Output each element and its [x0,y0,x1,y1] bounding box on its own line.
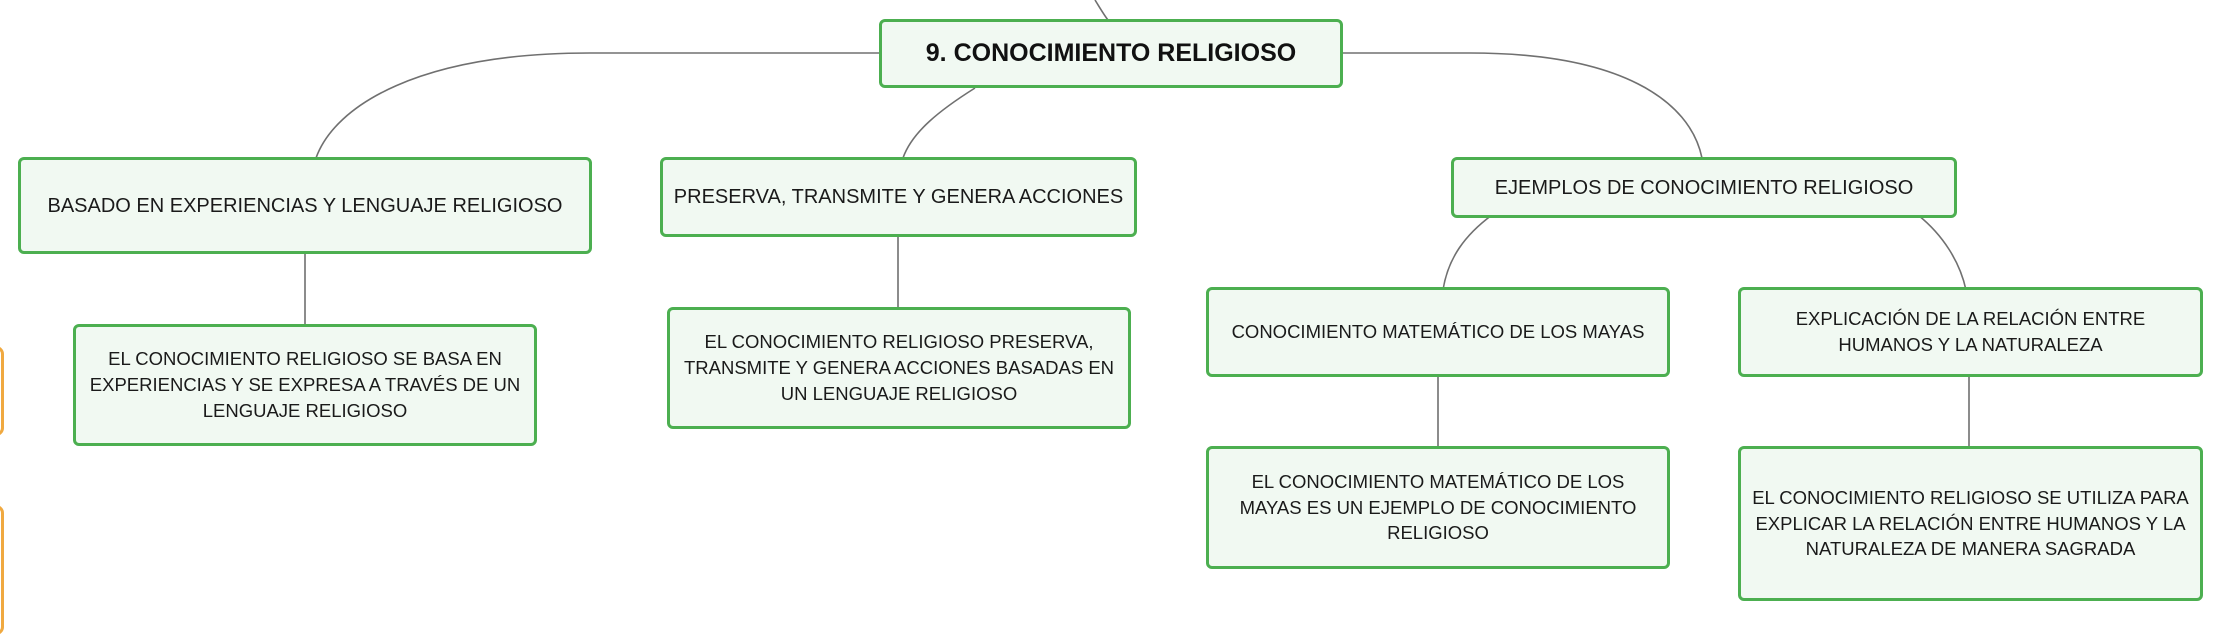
detail-node-preserva[interactable]: EL CONOCIMIENTO RELIGIOSO PRESERVA, TRAN… [667,307,1131,429]
branch-label: BASADO EN EXPERIENCIAS Y LENGUAJE RELIGI… [47,194,563,217]
detail-label: EL CONOCIMIENTO MATEMÁTICO DE LOS MAYAS … [1239,470,1637,544]
detail-label: EL CONOCIMIENTO RELIGIOSO PRESERVA, TRAN… [683,331,1115,404]
root-topic-label: 9. CONOCIMIENTO RELIGIOSO [925,39,1297,67]
connector-parent-to-root [1094,0,1109,21]
detail-label: EL CONOCIMIENTO RELIGIOSO SE UTILIZA PAR… [1752,486,2189,560]
branch-node-experiencias[interactable]: BASADO EN EXPERIENCIAS Y LENGUAJE RELIGI… [18,157,592,254]
branch-label: EJEMPLOS DE CONOCIMIENTO RELIGIOSO [1494,176,1914,199]
subtopic-label: EXPLICACIÓN DE LA RELACIÓN ENTRE HUMANOS… [1795,308,2146,355]
connector-ejemplos-to-explicacion [1917,214,1967,291]
root-topic-node[interactable]: 9. CONOCIMIENTO RELIGIOSO [879,19,1343,88]
offscreen-node-stub [0,505,4,635]
subtopic-node-explicacion[interactable]: EXPLICACIÓN DE LA RELACIÓN ENTRE HUMANOS… [1738,287,2203,377]
detail-label: EL CONOCIMIENTO RELIGIOSO SE BASA EN EXP… [89,348,521,421]
branch-node-ejemplos[interactable]: EJEMPLOS DE CONOCIMIENTO RELIGIOSO [1451,157,1957,218]
detail-node-explicacion[interactable]: EL CONOCIMIENTO RELIGIOSO SE UTILIZA PAR… [1738,446,2203,601]
detail-node-experiencias[interactable]: EL CONOCIMIENTO RELIGIOSO SE BASA EN EXP… [73,324,537,446]
connector-lines [304,0,1970,447]
branch-label: PRESERVA, TRANSMITE Y GENERA ACCIONES [673,186,1124,208]
subtopic-label: CONOCIMIENTO MATEMÁTICO DE LOS MAYAS [1231,321,1645,343]
branch-node-preserva[interactable]: PRESERVA, TRANSMITE Y GENERA ACCIONES [660,157,1137,237]
connector-root-to-branch-preserva [902,87,976,159]
subtopic-node-mayas[interactable]: CONOCIMIENTO MATEMÁTICO DE LOS MAYAS [1206,287,1670,377]
connector-root-to-branch-experiencias [315,52,880,159]
connector-ejemplos-to-mayas [1442,214,1493,291]
detail-node-mayas[interactable]: EL CONOCIMIENTO MATEMÁTICO DE LOS MAYAS … [1206,446,1670,569]
offscreen-node-stub [0,346,4,436]
connector-root-to-branch-ejemplos [1342,52,1703,159]
